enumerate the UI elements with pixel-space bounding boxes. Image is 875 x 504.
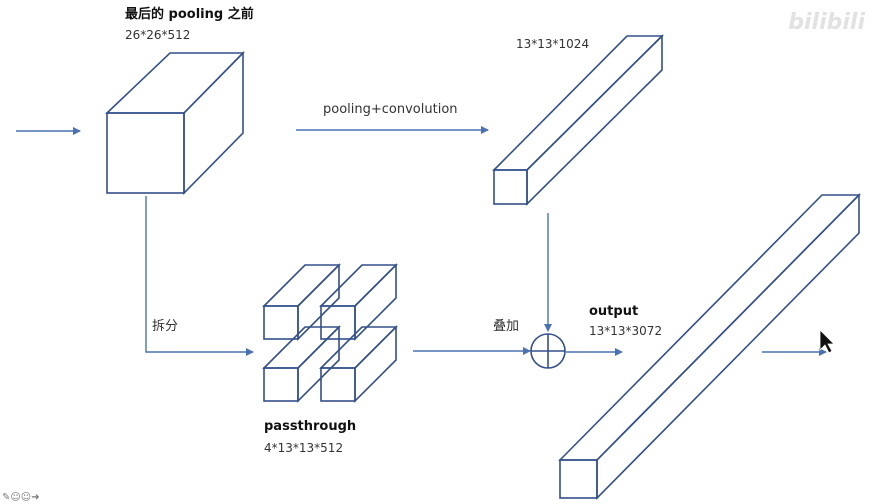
output-title: output [589, 304, 639, 319]
feature-map-13x13x1024-prism [492, 34, 664, 206]
top-right-dims: 13*13*1024 [516, 37, 590, 51]
bilibili-logo: bilibili [788, 10, 865, 35]
pool-conv-label: pooling+convolution [323, 102, 458, 117]
split-arrow [145, 196, 254, 356]
output-13x13x3072-prism [558, 193, 861, 500]
top-block-dims: 26*26*512 [125, 28, 191, 42]
corner-toolbar-icons[interactable]: ✎☺☺➜ [2, 492, 40, 503]
passthrough-block-4 [319, 325, 398, 403]
top-block-title: 最后的 pooling 之前 [125, 7, 254, 22]
sum-plus-icon [530, 333, 566, 369]
passthrough-block-3 [262, 325, 341, 403]
mouse-cursor-icon [819, 329, 835, 354]
passthrough-dims: 4*13*13*512 [264, 441, 344, 455]
feature-map-26x26x512-cube [105, 51, 245, 195]
watermark: bilibili [780, 10, 865, 35]
stack-label: 叠加 [493, 319, 520, 334]
passthrough-blocks [262, 263, 398, 403]
split-label: 拆分 [152, 319, 179, 334]
passthrough-block-1 [262, 263, 341, 341]
passthrough-block-2 [319, 263, 398, 341]
passthrough-title: passthrough [264, 419, 357, 434]
output-dims: 13*13*3072 [589, 324, 663, 338]
